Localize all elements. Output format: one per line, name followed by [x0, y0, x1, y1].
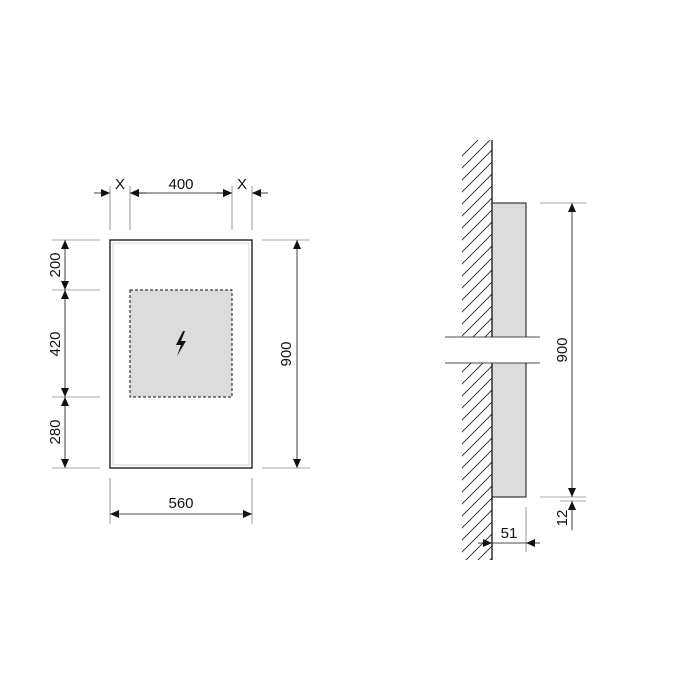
- dim-label-bottom-segment: 280: [47, 419, 64, 444]
- break-band: [440, 337, 540, 363]
- dim-label-bottom-offset: 12: [554, 510, 571, 527]
- dim-label-middle-segment: 420: [47, 331, 64, 356]
- electric-zone-icon: [176, 331, 186, 356]
- dim-label-right-gap: X: [237, 176, 247, 193]
- dim-label-total-width: 560: [168, 495, 193, 512]
- dim-label-depth: 51: [501, 525, 518, 542]
- panel-outline: [109, 239, 253, 469]
- panel-inner-edge: [112, 242, 250, 466]
- dim-label-left-gap: X: [115, 176, 125, 193]
- side-view: 900 12 51: [440, 140, 586, 560]
- front-view: X 400 X 200 420 280 900 560: [47, 176, 310, 524]
- dim-label-top-segment: 200: [47, 252, 64, 277]
- dim-label-total-height: 900: [278, 341, 295, 366]
- wall-hatching: [462, 140, 492, 560]
- dim-label-side-height: 900: [554, 337, 571, 362]
- dim-label-top-width: 400: [168, 176, 193, 193]
